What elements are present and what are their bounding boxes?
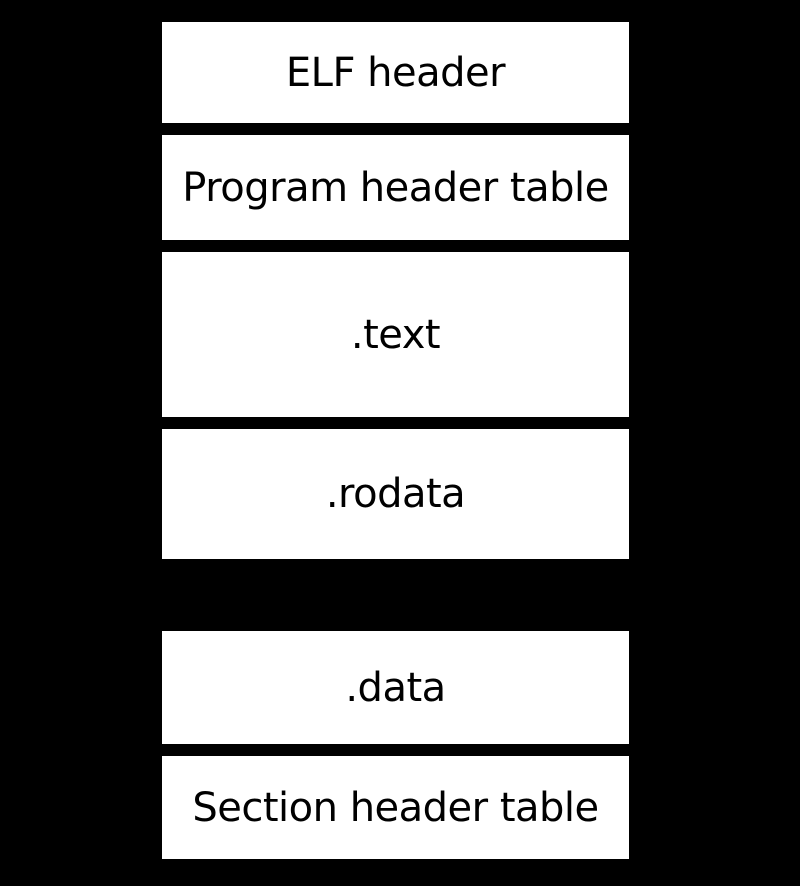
program-header-table-box: Program header table [160,133,631,242]
rodata-section-label: .rodata [325,471,466,517]
data-section-box: .data [160,629,631,746]
elf-header-label: ELF header [285,49,506,96]
section-header-table-label: Section header table [192,784,599,831]
text-section-box: .text [160,250,631,419]
data-section-label: .data [345,664,446,711]
section-header-table-box: Section header table [160,754,631,861]
program-header-table-label: Program header table [182,164,609,211]
rodata-section-box: .rodata [160,427,631,561]
text-section-label: .text [350,311,441,358]
elf-header-box: ELF header [160,20,631,125]
